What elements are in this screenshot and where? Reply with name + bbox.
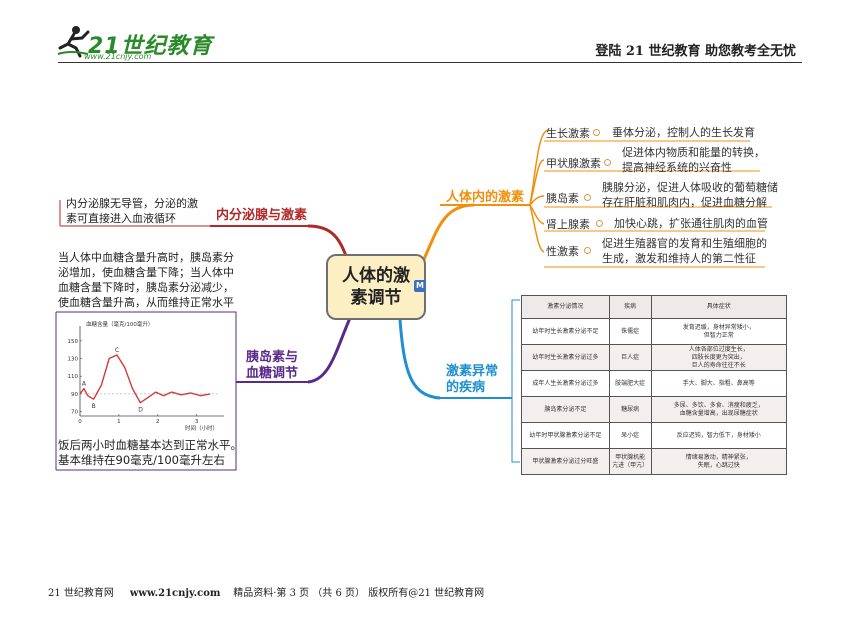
x-tick-label: 3 — [195, 419, 199, 425]
footer-url[interactable]: www.21cnjy.com — [129, 588, 221, 599]
table-cell: 幼年时生长激素分泌过多 — [521, 344, 610, 371]
collapse-dot-icon[interactable] — [596, 220, 603, 227]
y-tick-label: 90 — [71, 392, 78, 398]
header-slogan: 登陆 21 世纪教育 助您教考全无忧 — [595, 44, 796, 59]
table-row: 成年人生长激素分泌过多肢端肥大症手大、脚大、指粗、鼻高等 — [521, 370, 788, 397]
table-cell: 人体各部位过度生长，四肢长度更为突出，巨人的寿命往往不长 — [650, 344, 788, 371]
footer-site-name: 21 世纪教育网 — [48, 588, 114, 599]
table-row: 胰岛素分泌不足糖尿病多尿、多饮、多食、消瘦和疲乏，血糖含量增高，出现尿糖症状 — [521, 396, 788, 423]
glucose-after-meal-note: 饭后两小时血糖基本达到正常水平。 基本维持在90毫克/100毫升左右 — [58, 438, 242, 467]
table-cell: 侏儒症 — [608, 318, 652, 345]
leaf-adrenaline-desc: 加快心跳，扩张通往肌肉的血管 — [614, 217, 768, 230]
header-divider — [58, 62, 802, 63]
leaf-thyroid-hormone-desc: 促进体内物质和能量的转换， 提高神经系统的兴奋性 — [622, 146, 765, 174]
glucose-regulation-note: 当人体中血糖含量升高时，胰岛素分 泌增加，使血糖含量下降；当人体中 血糖含量下降… — [58, 251, 234, 309]
branch-title-insulin-glucose[interactable]: 胰岛素与 血糖调节 — [246, 350, 299, 381]
glucose-series-line — [79, 354, 211, 404]
blood-glucose-chart: 血糖含量（毫克/100毫升） 70 90 110 130 150 0 1 2 3时间（小时） A B C… — [68, 320, 224, 432]
table-cell: 成年人生长激素分泌过多 — [521, 370, 610, 397]
y-tick-label: 110 — [68, 374, 79, 380]
central-title-line1: 人体的激 — [342, 266, 410, 286]
table-cell: 肢端肥大症 — [608, 370, 652, 397]
leaf-insulin-desc: 胰腺分泌，促进人体吸收的葡萄糖储 存在肝脏和肌肉内，促进血糖分解 — [602, 181, 778, 209]
central-title-line2: 素调节 — [350, 288, 402, 308]
table-cell: 多尿、多饮、多食、消瘦和疲乏，血糖含量增高，出现尿糖症状 — [650, 396, 788, 423]
page-footer: 21 世纪教育网 www.21cnjy.com 精品资料·第 3 页 （共 6 … — [48, 584, 484, 599]
leaf-sex-hormone-desc: 促进生殖器官的发育和生殖细胞的 生成，激发和维持人的第二性征 — [602, 237, 767, 265]
y-tick-label: 150 — [68, 339, 79, 345]
table-cell: 情绪易激动，精神紧张，失眠，心跳过快 — [650, 448, 788, 475]
x-axis-label: 时间（小时） — [185, 424, 218, 432]
table-header-cell: 激素分泌情况 — [521, 295, 610, 319]
connector-right-top — [416, 203, 475, 273]
table-header-cell: 具体症状 — [650, 295, 788, 319]
point-label-d: D — [138, 407, 143, 414]
footer-copyright: 精品资料·第 3 页 （共 6 页） 版权所有@21 世纪教育网 — [233, 588, 485, 599]
logo-text: 21世纪教育 — [88, 34, 213, 59]
x-tick-label: 0 — [78, 419, 82, 425]
collapse-dot-icon[interactable] — [593, 129, 600, 136]
table-cell: 反应迟钝，智力低下，身材矮小 — [650, 422, 788, 449]
map-marker-icon: M — [414, 280, 426, 292]
leaf-sex-hormone[interactable]: 性激素 — [546, 245, 579, 258]
connector-right-bottom — [398, 319, 441, 400]
point-label-a: A — [82, 381, 87, 388]
table-cell: 发育迟缓，身材异常矮小，但智力正常 — [650, 318, 788, 345]
x-tick-label: 1 — [117, 419, 121, 425]
branch-title-endocrine[interactable]: 内分泌腺与激素 — [216, 208, 308, 223]
table-row: 幼年时甲状腺激素分泌不足呆小症反应迟钝，智力低下，身材矮小 — [521, 422, 788, 449]
connector-left-bottom — [307, 317, 352, 384]
point-label-c: C — [115, 347, 119, 354]
leaf-thyroid-hormone[interactable]: 甲状腺激素 — [546, 157, 601, 170]
table-row: 幼年时生长激素分泌过多巨人症人体各部位过度生长，四肢长度更为突出，巨人的寿命往往… — [521, 344, 788, 371]
y-tick-label: 130 — [68, 357, 79, 363]
central-topic[interactable]: 人体的激 素调节 — [326, 254, 426, 320]
hormone-disorder-table: 激素分泌情况疾病具体症状 幼年时生长激素分泌不足侏儒症发育迟缓，身材异常矮小，但… — [521, 295, 788, 475]
runner-logo-icon — [57, 26, 90, 58]
table-cell: 甲状腺激素分泌过分旺盛 — [521, 448, 610, 475]
endocrine-note: 内分泌腺无导管，分泌的激 素可直接进入血液循环 — [66, 197, 198, 225]
branch-title-hormone-disorders[interactable]: 激素异常 的疾病 — [446, 364, 499, 395]
table-cell: 巨人症 — [608, 344, 652, 371]
leaf-growth-hormone[interactable]: 生长激素 — [546, 127, 590, 140]
logo[interactable] — [56, 24, 196, 60]
table-header-cell: 疾病 — [608, 295, 652, 319]
table-cell: 呆小症 — [608, 422, 652, 449]
leaf-insulin[interactable]: 胰岛素 — [546, 192, 579, 205]
table-cell: 甲状腺机能亢进（甲亢） — [608, 448, 652, 475]
collapse-dot-icon[interactable] — [584, 194, 591, 201]
branch-title-hormones[interactable]: 人体内的激素 — [446, 190, 525, 205]
collapse-dot-icon[interactable] — [584, 247, 591, 254]
logo-url: www.21cnjy.com — [84, 52, 152, 61]
x-tick-label: 2 — [156, 419, 160, 425]
table-row: 幼年时生长激素分泌不足侏儒症发育迟缓，身材异常矮小，但智力正常 — [521, 318, 788, 345]
table-cell: 手大、脚大、指粗、鼻高等 — [650, 370, 788, 397]
chart-title: 血糖含量（毫克/100毫升） — [86, 320, 153, 328]
table-cell: 幼年时生长激素分泌不足 — [521, 318, 610, 345]
point-label-b: B — [92, 403, 96, 410]
table-cell: 幼年时甲状腺激素分泌不足 — [521, 422, 610, 449]
leaf-growth-hormone-desc: 垂体分泌，控制人的生长发育 — [612, 126, 755, 139]
table-row: 甲状腺激素分泌过分旺盛甲状腺机能亢进（甲亢）情绪易激动，精神紧张，失眠，心跳过快 — [521, 448, 788, 475]
y-tick-label: 70 — [71, 410, 78, 416]
collapse-dot-icon[interactable] — [604, 159, 611, 166]
leaf-adrenaline[interactable]: 肾上腺素 — [546, 218, 590, 231]
table-cell: 胰岛素分泌不足 — [521, 396, 610, 423]
table-cell: 糖尿病 — [608, 396, 652, 423]
